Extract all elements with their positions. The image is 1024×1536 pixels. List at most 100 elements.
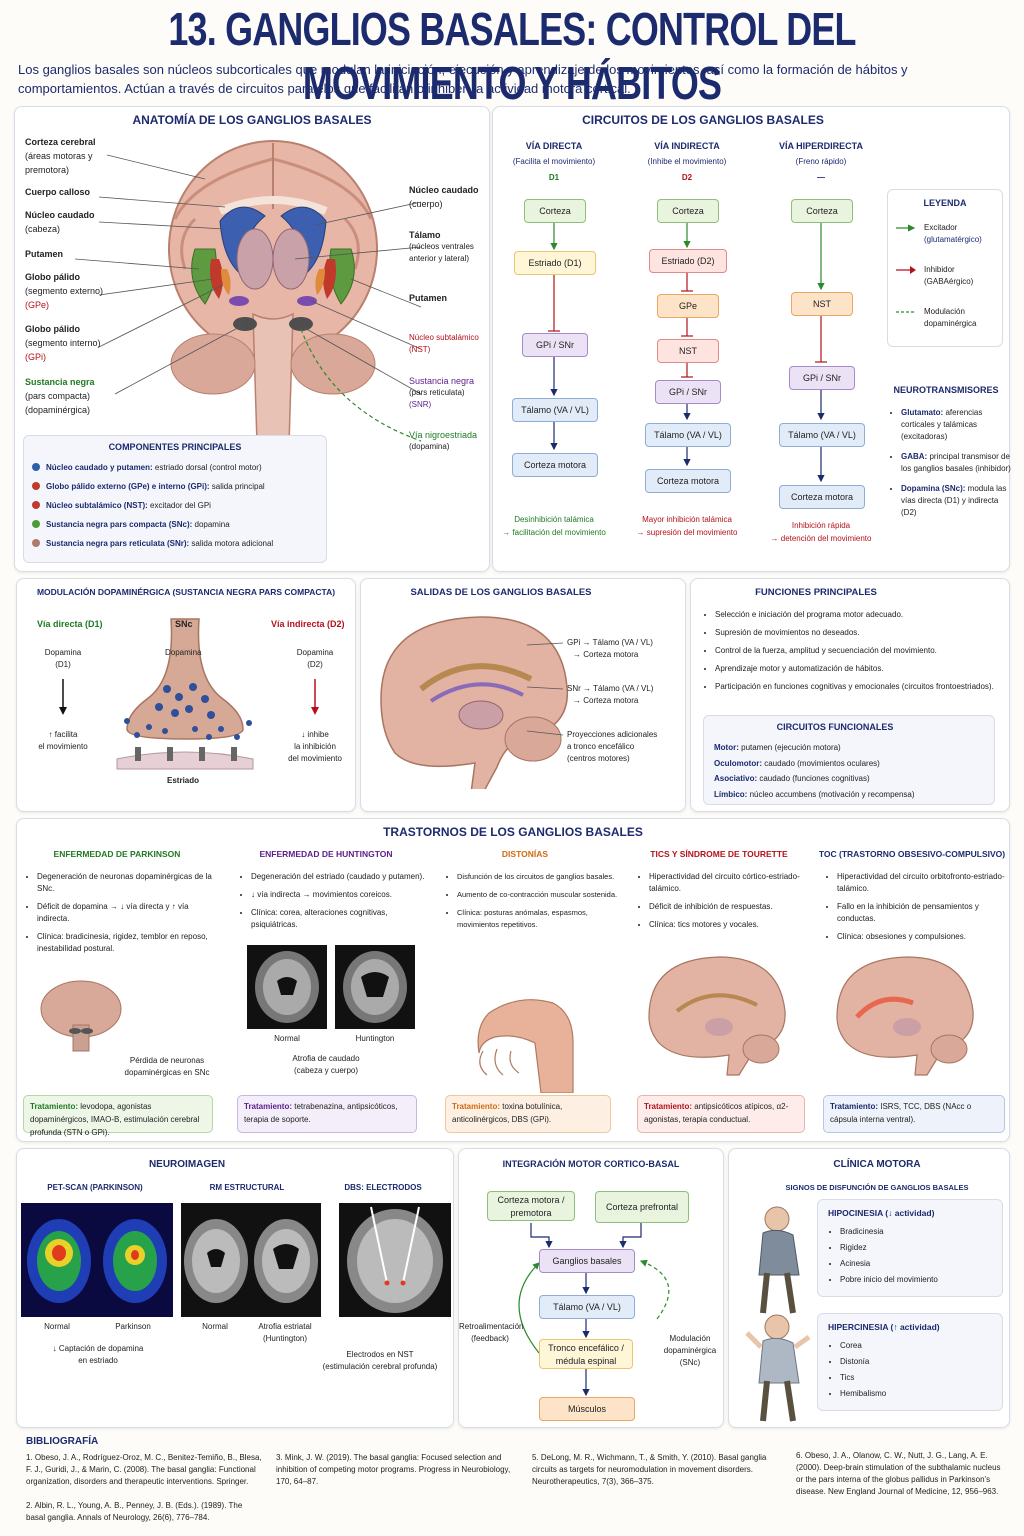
dopamine-panel: MODULACIÓN DOPAMINÉRGICA (SUSTANCIA NEGR… — [16, 578, 356, 812]
components-box: COMPONENTES PRINCIPALES Núcleo caudado y… — [23, 435, 327, 563]
dbs-title: DBS: ELECTRODOS — [344, 1183, 422, 1192]
direct-receptor: D1 — [548, 173, 560, 182]
function-item: Control de la fuerza, amplitud y secuenc… — [715, 645, 1009, 657]
integration-panel: INTEGRACIÓN MOTOR CORTICO-BASAL Corteza … — [458, 1148, 724, 1428]
page-title: 13. GANGLIOS BASALES: CONTROL DEL MOVIMI… — [168, 3, 856, 109]
snc-label: SNc — [175, 619, 193, 629]
circuit-arrows — [548, 223, 827, 483]
bibliography-ref-5: 5. DeLong, M. R., Wichmann, T., & Smith,… — [532, 1453, 767, 1486]
nt-item: Dopamina (SNc): modula las vías directa … — [901, 483, 1011, 519]
integration-musculos: Músculos — [539, 1397, 635, 1421]
direct-result-2: → facilitación del movimiento — [502, 528, 606, 537]
pet-normal-label: Normal — [44, 1322, 70, 1331]
neurotransmitters-list: Glutamato: aferencias corticales y talám… — [889, 407, 1011, 522]
pet-title: PET-SCAN (PARKINSON) — [47, 1183, 143, 1192]
indirect-result-1: Mayor inhibición talámica — [642, 515, 732, 524]
tourette-title: TICS Y SÍNDROME DE TOURETTE — [650, 849, 788, 859]
rm-normal-label: Normal — [202, 1322, 228, 1331]
hyperkinesia-item: Hemibalismo — [840, 1388, 1010, 1400]
parkinson-brain-illustration — [40, 980, 122, 1052]
component-dot — [32, 482, 40, 490]
bibliography-title: BIBLIOGRAFÍA — [26, 1436, 99, 1447]
circuits-title: CIRCUITOS DE LOS GANGLIOS BASALES — [582, 113, 824, 127]
component-item: Sustancia negra pars reticulata (SNr): s… — [32, 538, 324, 550]
hyperkinesia-item: Corea — [840, 1340, 1010, 1352]
direct-box-corteza: Corteza — [524, 199, 586, 223]
parkinson-title: ENFERMEDAD DE PARKINSON — [53, 849, 181, 859]
bibliography-ref-3: 3. Mink, J. W. (2019). The basal ganglia… — [276, 1453, 511, 1486]
hyperdirect-box-corteza: Corteza — [791, 199, 853, 223]
hyperdirect-box-talamo: Tálamo (VA / VL) — [779, 423, 865, 447]
direct-box-estriado: Estriado (D1) — [514, 251, 596, 275]
circuit-item: Asociativo: caudado (funciones cognitiva… — [714, 774, 870, 783]
functional-circuits-box: CIRCUITOS FUNCIONALES Motor: putamen (ej… — [703, 715, 995, 805]
direct-box-corteza-motora: Corteza motora — [512, 453, 598, 477]
clinic-subtitle: SIGNOS DE DISFUNCIÓN DE GANGLIOS BASALES — [785, 1183, 969, 1192]
clinic-title: CLÍNICA MOTORA — [833, 1159, 921, 1170]
integration-arrows — [518, 1221, 670, 1397]
hypokinesia-item: Rigidez — [840, 1242, 1010, 1254]
indirect-box-corteza: Corteza — [657, 199, 719, 223]
anatomy-title: ANATOMÍA DE LOS GANGLIOS BASALES — [132, 113, 372, 127]
direct-title: VÍA DIRECTA — [525, 141, 583, 151]
integration-tronco: Tronco encefálico /médula espinal — [539, 1339, 633, 1369]
toc-title: TOC (TRASTORNO OBSESIVO-COMPULSIVO) — [818, 849, 1006, 859]
tourette-brain-illustration — [648, 956, 786, 1076]
indirect-title: VÍA INDIRECTA — [654, 141, 720, 151]
label-cuerpo-calloso: Cuerpo calloso — [25, 187, 91, 197]
toc-brain-illustration — [836, 956, 974, 1076]
legend-box: LEYENDA Excitador(glutamatérgico) Inhibi… — [887, 189, 1003, 347]
indirect-result-2: → supresión del movimiento — [636, 528, 738, 537]
component-item: Núcleo caudado y putamen: estriado dorsa… — [32, 462, 324, 474]
huntington-img2-label: Huntington — [355, 1034, 395, 1043]
label-nst: Núcleo subtalámico (NST) — [409, 333, 479, 354]
component-dot — [32, 501, 40, 509]
huntington-mri-images — [247, 945, 415, 1029]
huntington-img1-label: Normal — [274, 1034, 300, 1043]
outputs-panel: SALIDAS DE LOS GANGLIOS BASALES GPi → Tá… — [360, 578, 686, 812]
clinic-panel: CLÍNICA MOTORA SIGNOS DE DISFUNCIÓN DE G… — [728, 1148, 1010, 1428]
indirect-box-talamo: Tálamo (VA / VL) — [645, 423, 731, 447]
component-item: Núcleo subtalámico (NST): excitador del … — [32, 500, 324, 512]
hyperdirect-receptor: — — [817, 173, 825, 182]
label-gpi: Globo pálido (segmento interno) (GPi) — [25, 324, 101, 362]
hyperdirect-result-1: Inhibición rápida — [791, 521, 851, 530]
outputs-title: SALIDAS DE LOS GANGLIOS BASALES — [410, 587, 592, 598]
distonias-column: DISTONÍAS Disfunción de los circuitos de… — [437, 843, 617, 1139]
huntington-item: ↓ vía indirecta → movimientos coreicos. — [251, 889, 429, 901]
integration-corteza-motora: Corteza motora /premotora — [487, 1191, 575, 1221]
toc-column: TOC (TRASTORNO OBSESIVO-COMPULSIVO) Hipe… — [817, 843, 1007, 1139]
indirect-sub: (Inhibe el movimiento) — [647, 157, 727, 166]
neuroimaging-title: NEUROIMAGEN — [148, 1159, 226, 1170]
hyperkinesia-item: Tics — [840, 1372, 1010, 1384]
parkinson-treatment: Tratamiento: levodopa, agonistas dopamin… — [23, 1095, 213, 1137]
hyperkinesia-item: Distonía — [840, 1356, 1010, 1368]
toc-list: Hiperactividad del circuito orbitofronto… — [825, 871, 1015, 946]
legend-excitador: Excitador(glutamatérgico) — [924, 223, 982, 244]
function-item: Supresión de movimientos no deseados. — [715, 627, 1009, 639]
hyperdirect-box-nst: NST — [791, 292, 853, 316]
component-dot — [32, 539, 40, 547]
legend-title: LEYENDA — [923, 198, 967, 208]
indirect-box-corteza-motora: Corteza motora — [645, 469, 731, 493]
integration-title: INTEGRACIÓN MOTOR CORTICO-BASAL — [502, 1159, 680, 1169]
neuroimaging-panel: NEUROIMAGEN PET-SCAN (PARKINSON) RM ESTR… — [16, 1148, 454, 1428]
component-dot — [32, 463, 40, 471]
tourette-list: Hiperactividad del circuito córtico-estr… — [637, 871, 819, 934]
function-item: Aprendizaje motor y automatización de há… — [715, 663, 1009, 675]
parkinson-item: Déficit de dopamina → ↓ vía directa y ↑ … — [37, 901, 223, 925]
integration-corteza-prefrontal: Corteza prefrontal — [595, 1191, 689, 1223]
circuit-item: Motor: putamen (ejecución motora) — [714, 743, 841, 752]
estriado-label: Estriado — [167, 776, 200, 785]
bibliography-ref-2: 2. Albin, R. L., Young, A. B., Penney, J… — [26, 1501, 243, 1522]
label-putamen-left: Putamen — [25, 249, 64, 259]
direct-box-talamo: Tálamo (VA / VL) — [512, 398, 598, 422]
hyperkinesia-figure-illustration — [745, 1314, 811, 1422]
circuits-panel: CIRCUITOS DE LOS GANGLIOS BASALES VÍA DI… — [492, 106, 1011, 572]
legend-arrows — [896, 224, 916, 313]
indirect-receptor: D2 — [681, 173, 693, 182]
dopamine-left-title: Vía directa (D1) — [37, 619, 103, 629]
